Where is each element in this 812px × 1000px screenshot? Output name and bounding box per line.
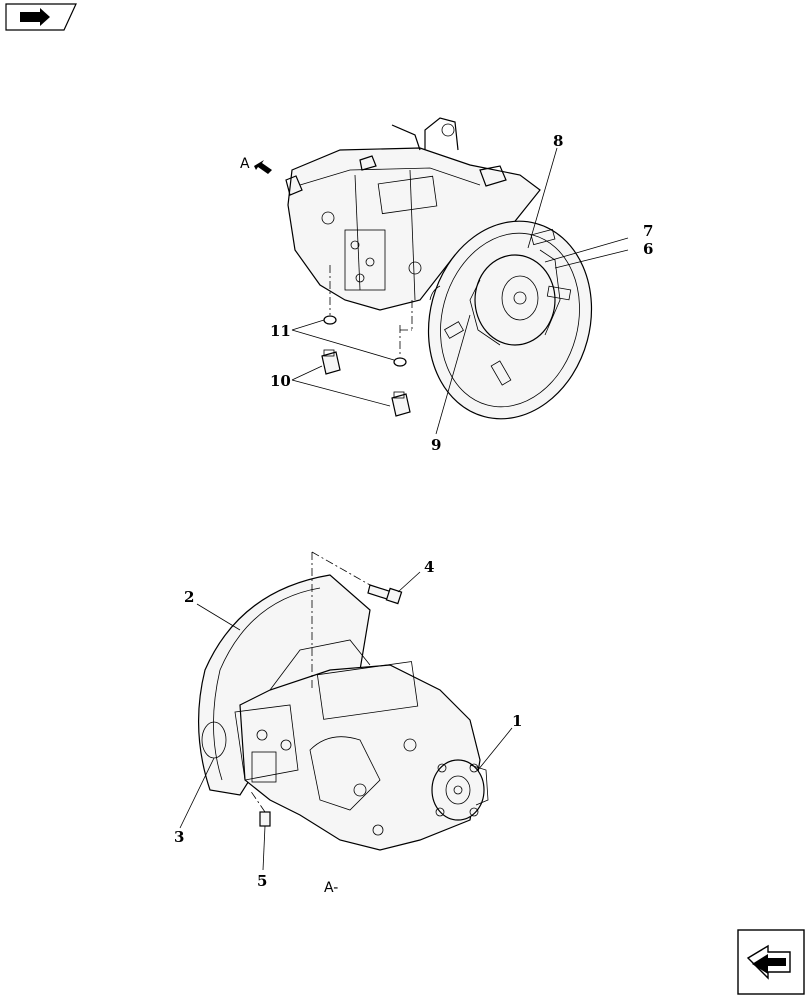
view-a-arrow: A: [240, 156, 272, 174]
callout-2: 2: [184, 588, 194, 606]
lower-pump-assembly: [197, 574, 489, 851]
leader-lines-top: [291, 147, 629, 435]
fitting-parts: [321, 349, 411, 417]
view-reference-label: A-: [324, 880, 338, 896]
book-arrow-icon[interactable]: [5, 3, 77, 31]
callout-4: 4: [424, 558, 434, 576]
callout-3: 3: [174, 828, 184, 846]
callout-8: 8: [553, 132, 563, 150]
callout-9: 9: [431, 436, 441, 454]
callout-7: 7: [643, 222, 653, 240]
callout-11: 11: [270, 322, 291, 340]
leader-lines-bottom: [179, 571, 513, 871]
callout-6: 6: [643, 240, 653, 258]
upper-pump-assembly: [285, 117, 593, 420]
callout-1: 1: [512, 712, 522, 730]
next-arrow-icon[interactable]: [737, 929, 805, 995]
svg-text:A: A: [240, 156, 250, 172]
bolt-part-4: [311, 551, 403, 690]
callout-5: 5: [257, 872, 267, 890]
callout-10: 10: [270, 372, 291, 390]
